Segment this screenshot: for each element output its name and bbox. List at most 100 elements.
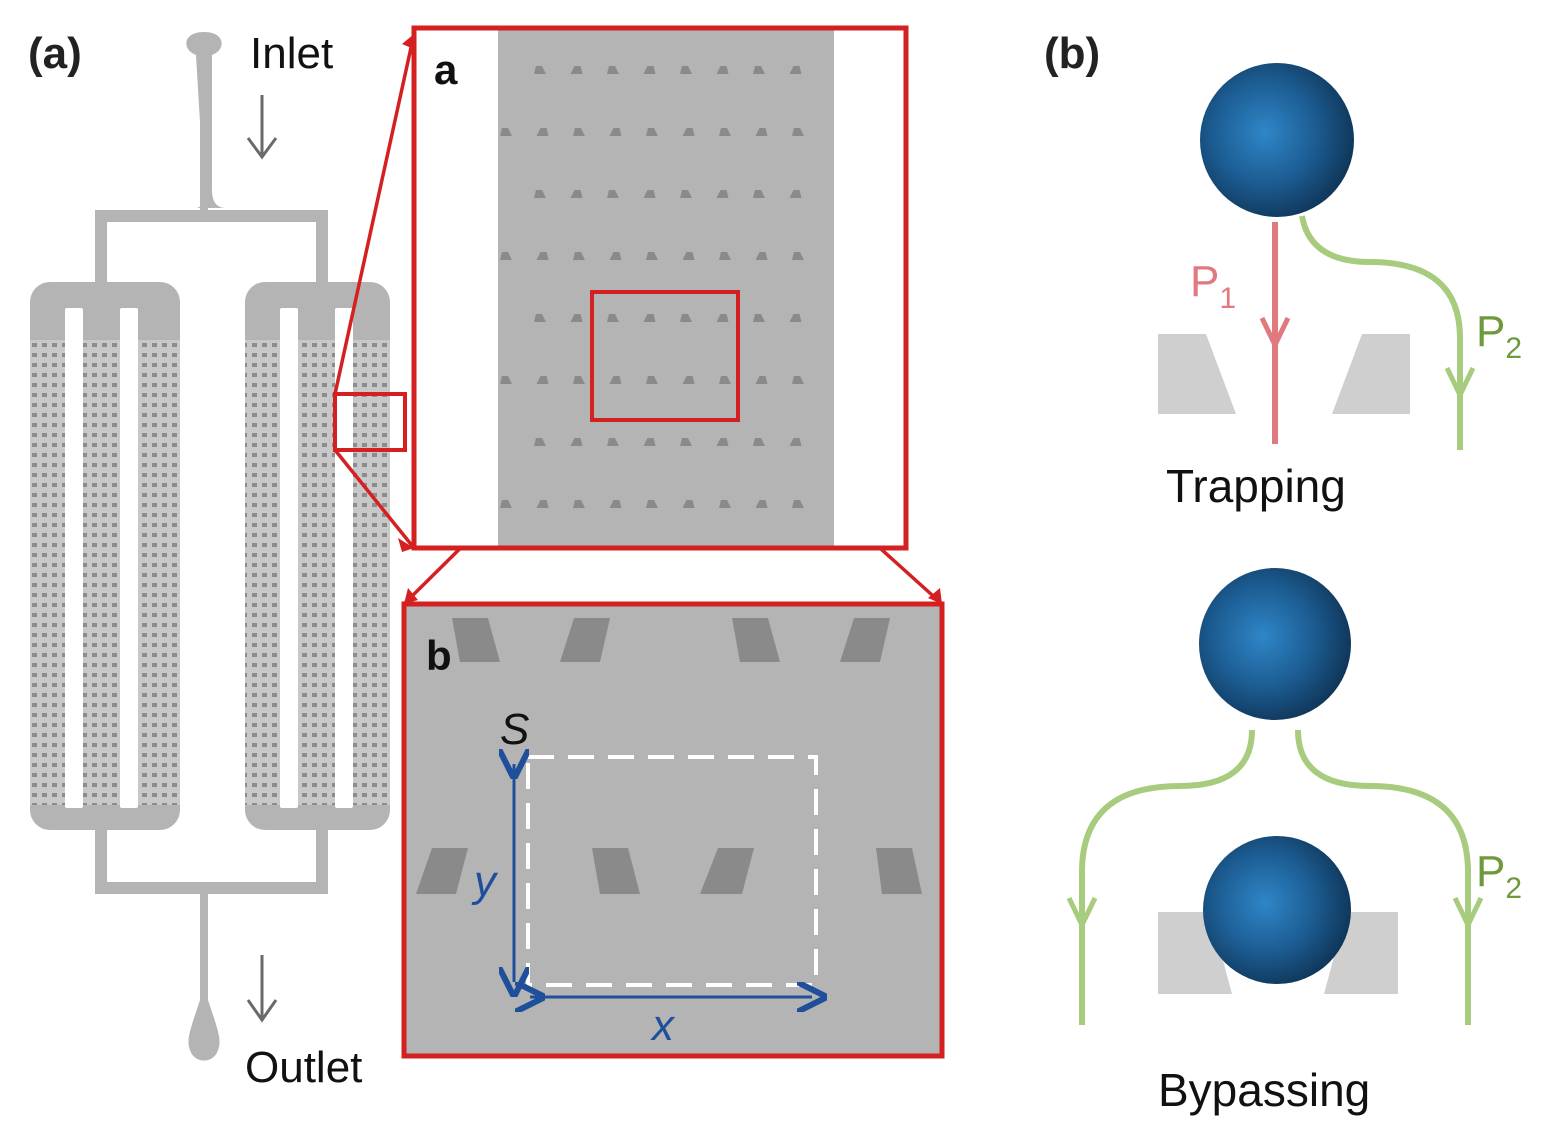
outlet-flow-arrow	[246, 955, 278, 1023]
trap-post	[792, 128, 804, 136]
trap-post	[607, 314, 619, 322]
trap-post	[732, 618, 780, 662]
trap-post	[570, 314, 583, 322]
svg-text:P2: P2	[1476, 307, 1522, 365]
path-left	[1079, 729, 1255, 1025]
trap-post	[534, 66, 546, 74]
svg-text:P1: P1	[1190, 257, 1236, 315]
trap-post	[646, 376, 658, 384]
inset-b-trap-array	[416, 618, 922, 894]
trap-post	[609, 376, 622, 384]
trap-post	[682, 128, 695, 136]
trap-post	[609, 252, 622, 260]
trap-post	[719, 500, 731, 508]
trap-left-post	[1158, 334, 1236, 414]
trap-post	[680, 66, 692, 74]
trap-post	[719, 252, 731, 260]
p2-subscript: 2	[1505, 332, 1522, 365]
p1-subscript: 1	[1219, 282, 1236, 315]
trap-post	[609, 128, 622, 136]
trap-post	[755, 128, 768, 136]
arrowhead-left	[404, 588, 418, 604]
trap-post	[607, 66, 619, 74]
outlet-port	[188, 1000, 220, 1061]
inlet-flow-arrow	[246, 95, 278, 160]
trap-post	[536, 500, 549, 508]
inset-a-label: a	[434, 46, 458, 93]
trap-post	[592, 848, 640, 894]
trap-post	[536, 252, 549, 260]
trap-post	[753, 190, 765, 198]
trap-post	[573, 252, 585, 260]
trap-post	[716, 438, 729, 446]
trap-post	[570, 438, 583, 446]
trap-post	[534, 314, 546, 322]
path-p2-arrowhead	[1444, 366, 1476, 401]
trap-post	[792, 376, 804, 384]
trap-post	[682, 500, 695, 508]
inset-b-region-box	[590, 290, 740, 422]
arrowhead-right	[928, 588, 942, 604]
trap-post	[573, 500, 585, 508]
inset-b-label: b	[426, 632, 452, 679]
trap-post	[500, 376, 512, 384]
trap-post	[500, 128, 512, 136]
trap-post	[607, 438, 619, 446]
trap-post	[876, 848, 922, 894]
trap-post	[500, 500, 512, 508]
trap-post	[536, 376, 549, 384]
trap-post	[534, 190, 546, 198]
trap-post	[755, 500, 768, 508]
trap-post	[416, 848, 468, 894]
trap-post	[716, 314, 729, 322]
trap-post	[753, 438, 765, 446]
trap-post	[573, 128, 585, 136]
panel-b-label: (b)	[1044, 29, 1100, 78]
trap-post	[719, 128, 731, 136]
left-trap-chamber	[30, 282, 180, 830]
cell-sphere	[1200, 63, 1354, 217]
inlet-label: Inlet	[250, 29, 333, 78]
trap-post	[500, 252, 512, 260]
trap-post	[680, 190, 692, 198]
bypassing-scenario: P2 Bypassing	[1066, 568, 1522, 1116]
s-label: S	[500, 705, 529, 754]
trap-post	[609, 500, 622, 508]
trap-post	[789, 190, 802, 198]
trap-post	[716, 190, 729, 198]
trap-post	[534, 438, 546, 446]
trap-post	[643, 314, 656, 322]
trap-post	[716, 66, 729, 74]
panel-a-label: (a)	[28, 29, 82, 78]
trap-post	[682, 376, 695, 384]
path-p1-arrowhead	[1259, 316, 1291, 351]
path-p2	[1299, 215, 1463, 450]
trapping-label: Trapping	[1166, 460, 1346, 512]
trap-post	[755, 252, 768, 260]
trap-post	[700, 848, 754, 894]
path-p2-arrowhead	[1452, 896, 1484, 931]
p1-label: P	[1190, 257, 1219, 306]
inset-a: a	[411, 25, 909, 551]
trapped-cell-sphere	[1203, 836, 1351, 984]
outlet-label: Outlet	[245, 1043, 362, 1092]
path-left-arrowhead	[1066, 896, 1098, 931]
trap-post	[570, 190, 583, 198]
trap-post	[643, 66, 656, 74]
trap-post	[646, 128, 658, 136]
inset-b: S y x b	[401, 601, 945, 1059]
trapping-scenario: P1 P2 Trapping	[1158, 63, 1522, 512]
trap-post	[755, 376, 768, 384]
trap-post	[792, 252, 804, 260]
trap-post	[452, 618, 500, 662]
trap-post	[753, 314, 765, 322]
trap-post	[719, 376, 731, 384]
svg-text:P2: P2	[1476, 847, 1522, 905]
right-trap-chamber	[245, 282, 390, 830]
trap-post	[789, 438, 802, 446]
trap-post	[607, 190, 619, 198]
trap-post	[840, 618, 890, 662]
trap-post	[680, 314, 692, 322]
y-label: y	[471, 857, 499, 906]
